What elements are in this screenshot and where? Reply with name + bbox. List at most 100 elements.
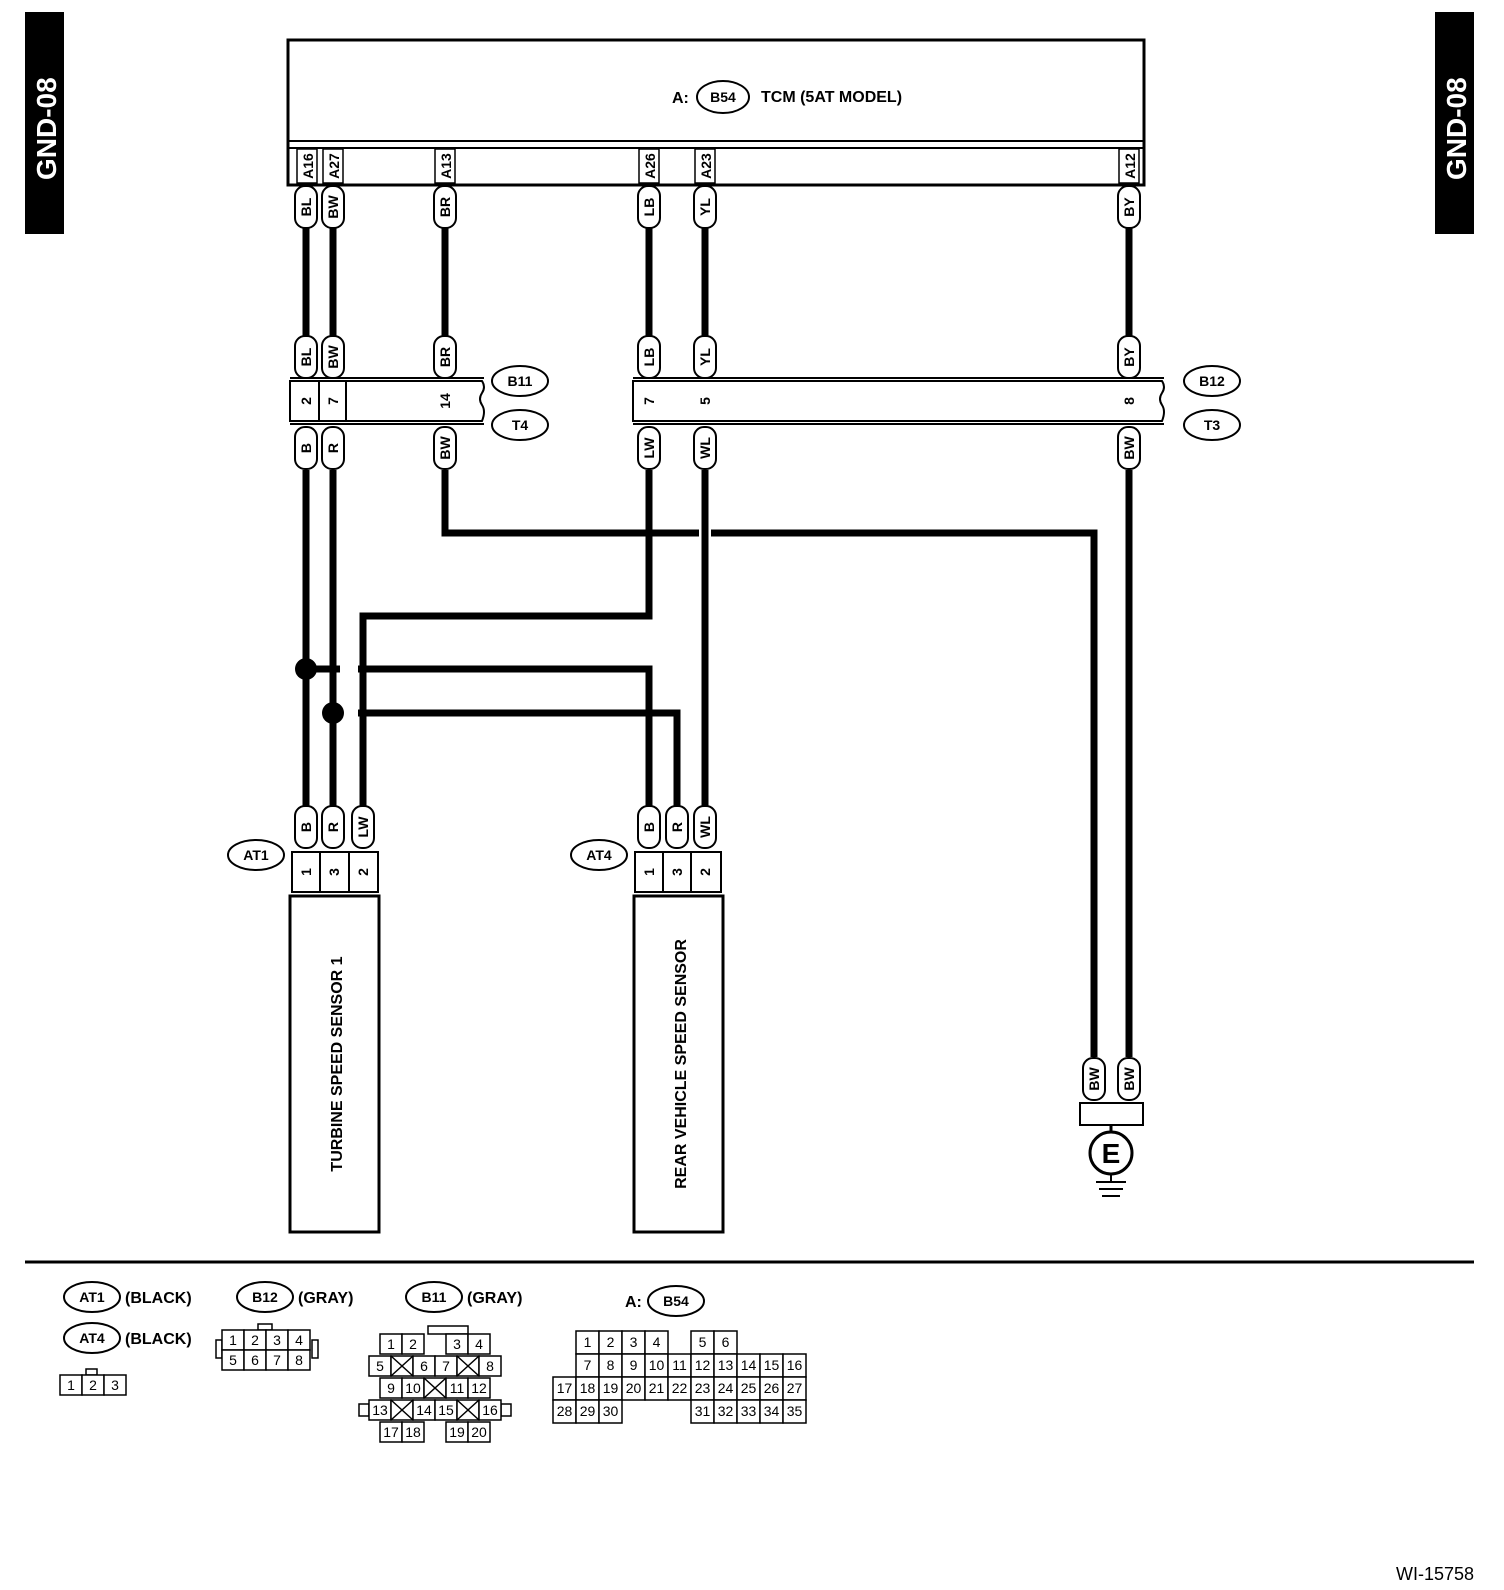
svg-text:10: 10 [405,1380,421,1396]
b54-pin-label: 28 [557,1403,573,1419]
b54-pin-label: 2 [607,1334,615,1350]
svg-text:AT4: AT4 [79,1330,105,1346]
sensor-at4-title: REAR VEHICLE SPEED SENSOR [673,939,690,1189]
b54-pin-label: 16 [787,1357,803,1373]
tcm-pin: A27 [326,153,342,179]
svg-text:(BLACK): (BLACK) [125,1290,192,1307]
svg-text:1: 1 [387,1336,395,1352]
svg-text:2: 2 [355,868,371,876]
b54-pin-label: 35 [787,1403,803,1419]
svg-text:16: 16 [482,1402,498,1418]
b54-pin-label: 29 [580,1403,596,1419]
svg-text:WL: WL [697,816,713,838]
joint-pin: 2 [298,397,314,405]
b54-pin-label: 4 [653,1334,661,1350]
b54-pin-label: 27 [787,1380,803,1396]
svg-text:B12: B12 [252,1289,278,1305]
page-tag-right: GND-08 [1435,12,1474,234]
svg-text:1: 1 [298,868,314,876]
svg-text:1: 1 [67,1377,75,1393]
svg-text:11: 11 [450,1380,465,1396]
svg-text:13: 13 [372,1402,388,1418]
svg-text:17: 17 [383,1424,399,1440]
svg-text:YL: YL [697,348,713,366]
b54-pin-label: 24 [718,1380,734,1396]
legend-b11: B11 (GRAY) 1 2 3 4 5 6 7 8 9 10 11 [358,1281,522,1443]
b54-pin-label: 22 [672,1380,688,1396]
b54-pin-cell [598,1399,623,1424]
svg-text:BW: BW [325,345,341,369]
svg-text:18: 18 [405,1424,421,1440]
svg-text:1: 1 [641,868,657,876]
wire-color-tag: LB [641,198,657,217]
ground-symbol: BW BW E [1079,1057,1144,1197]
svg-text:GND-08: GND-08 [1441,77,1472,180]
svg-text:B: B [298,822,314,832]
b54-pin-label: 26 [764,1380,780,1396]
tcm-prefix: A: [672,90,689,107]
svg-text:LB: LB [641,348,657,367]
svg-text:1: 1 [229,1332,237,1348]
svg-text:2: 2 [697,868,713,876]
b54-pin-label: 30 [603,1403,619,1419]
tcm-title: TCM (5AT MODEL) [761,89,902,106]
sensor-at4: B R WL 1 3 2 REAR VEHICLE SPEED SENSOR A… [570,805,725,1234]
svg-text:WL: WL [697,437,713,459]
b54-pin-label: 17 [557,1380,573,1396]
joint-pin: 7 [641,397,657,405]
b54-pin-label: 5 [699,1334,707,1350]
b54-pin-label: 13 [718,1357,734,1373]
svg-text:BL: BL [298,347,314,366]
b54-pin-label: 25 [741,1380,757,1396]
svg-text:3: 3 [273,1332,281,1348]
tcm-pin: A23 [698,153,714,179]
svg-text:7: 7 [273,1352,281,1368]
svg-text:19: 19 [449,1424,465,1440]
joint-t4-id: T4 [512,417,529,433]
figure-id: WI-15758 [1396,1564,1474,1584]
sensor-at1-title: TURBINE SPEED SENSOR 1 [329,956,346,1171]
svg-text:3: 3 [669,868,685,876]
b54-pin-label: 23 [695,1380,711,1396]
joint-pin: 5 [697,397,713,405]
joint-pin: 14 [437,393,453,409]
joint-b11-id: B11 [508,373,533,389]
svg-text:5: 5 [376,1358,384,1374]
svg-text:(GRAY): (GRAY) [467,1290,522,1307]
joint-b12-id: B12 [1199,373,1225,389]
b54-pin-label: 11 [672,1357,687,1373]
svg-text:12: 12 [471,1380,487,1396]
b54-pin-label: 1 [584,1334,592,1350]
svg-text:6: 6 [251,1352,259,1368]
tcm-pins: A16 A27 A13 A26 A23 A12 [296,148,1140,184]
svg-text:B54: B54 [663,1293,689,1309]
svg-text:8: 8 [486,1358,494,1374]
legend-b12: B12 (GRAY) 1 2 3 4 5 6 7 8 [215,1281,353,1371]
svg-text:B: B [298,443,314,453]
svg-text:8: 8 [295,1352,303,1368]
svg-text:7: 7 [442,1358,450,1374]
b54-pin-label: 15 [764,1357,780,1373]
tcm-pin: A13 [438,153,454,179]
b54-pin-label: 20 [626,1380,642,1396]
svg-text:4: 4 [295,1332,303,1348]
b54-pin-label: 32 [718,1403,734,1419]
joint-t3-id: T3 [1204,417,1221,433]
ground-label: E [1102,1138,1121,1169]
sensor-at1: B R LW 1 3 2 TURBINE SPEED SENSOR 1 AT1 [227,805,381,1234]
b54-pin-label: 19 [603,1380,619,1396]
svg-text:BW: BW [1086,1067,1102,1091]
b54-pin-label: 21 [649,1380,665,1396]
svg-text:R: R [325,822,341,832]
svg-text:BY: BY [1121,347,1137,367]
svg-text:R: R [325,443,341,453]
sensor-at4-connector: AT4 [586,847,612,863]
svg-text:6: 6 [420,1358,428,1374]
svg-text:3: 3 [326,868,342,876]
svg-text:AT1: AT1 [79,1289,105,1305]
svg-text:(BLACK): (BLACK) [125,1331,192,1348]
tcm-pin: A26 [642,153,658,179]
wire-color-tag: BL [298,197,314,216]
b54-pin-label: 6 [722,1334,730,1350]
